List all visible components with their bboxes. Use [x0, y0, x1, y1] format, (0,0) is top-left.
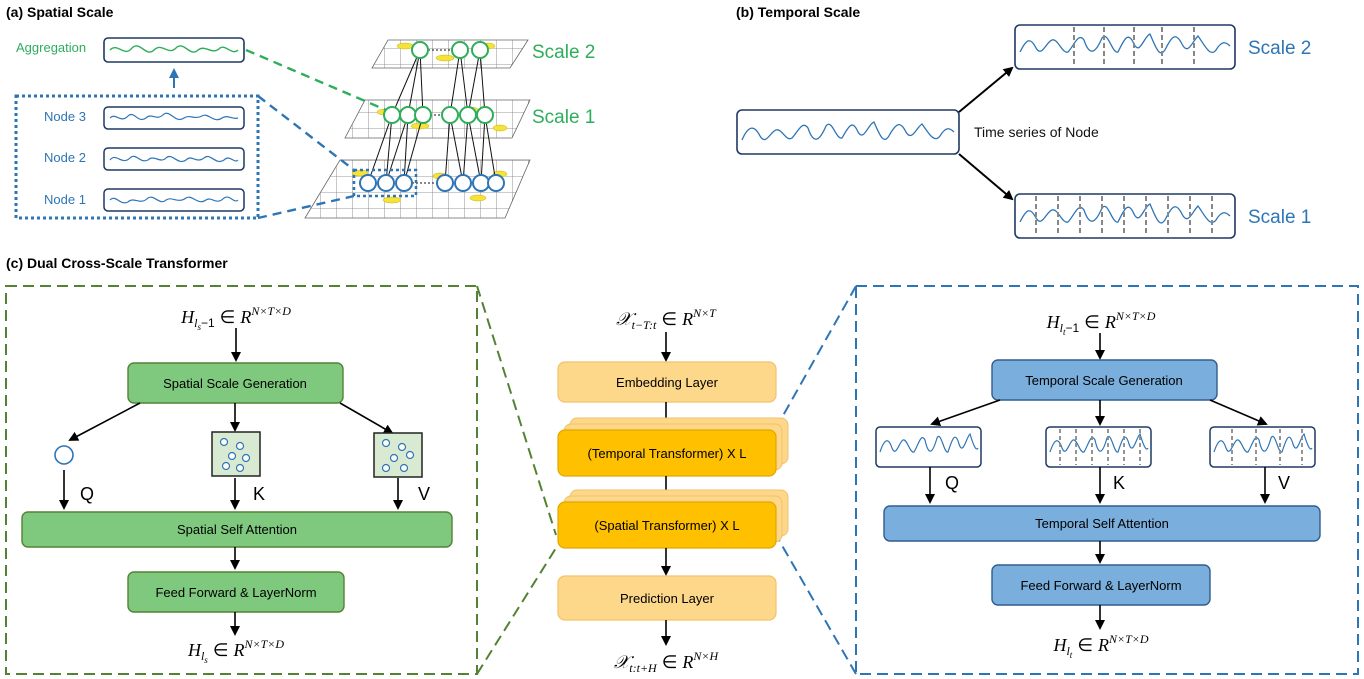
scale-1-label-a: Scale 1 [532, 107, 595, 128]
embedding-layer-box [557, 361, 777, 403]
temporal-key-dividers [1059, 429, 1141, 465]
temporal-v-label: V [1278, 473, 1290, 493]
scale-2-label-a: Scale 2 [532, 42, 595, 63]
spatial-graph-planes [304, 39, 531, 219]
node-2-series-line [109, 155, 239, 162]
spatial-output-formula: Hls ∈ RN×T×D [187, 637, 284, 665]
center-left-bottom-link [476, 547, 557, 675]
hierarchy-edges [367, 49, 497, 184]
node-3-series-line [109, 112, 239, 121]
time-series-label: Time series of Node [974, 124, 1099, 140]
arrow-to-scale-2 [958, 66, 1014, 113]
spatial-q-label: Q [80, 484, 94, 504]
center-right-bottom-link [775, 534, 857, 675]
aggregation-projection-line [245, 48, 387, 112]
temporal-query-series-line [879, 432, 979, 453]
temporal-self-attention-label: Temporal Self Attention [1035, 516, 1169, 531]
arrow-to-scale-1 [958, 153, 1014, 201]
temporal-q-label: Q [945, 473, 959, 493]
temporal-output-formula: Hlt ∈ RN×T×D [1052, 632, 1148, 660]
temporal-scale-2-line [1019, 33, 1231, 54]
spatial-ffn-box [127, 571, 345, 613]
temporal-key-series-line [1049, 432, 1149, 453]
temporal-scale-1-dividers [1035, 196, 1213, 236]
base-node-selection [352, 168, 418, 198]
temporal-self-attention-box [883, 505, 1321, 542]
node-1-series-line [109, 196, 239, 204]
spatial-input-formula: Hls−1 ∈ RN×T×D [180, 304, 291, 332]
center-right-top-link [775, 285, 857, 429]
temporal-scale-generation-box [991, 359, 1218, 401]
temporal-input-formula: Hlt−1 ∈ RN×T×D [1046, 309, 1156, 337]
spatial-transformer-frame [5, 285, 478, 675]
query-node-icon [54, 445, 74, 465]
node-3-series-box [103, 106, 245, 130]
temporal-scale-2-box [1014, 24, 1236, 70]
temporal-transformer-stack [557, 417, 789, 477]
scale-1-label-b: Scale 1 [1248, 207, 1311, 228]
panel-c-title: (c) Dual Cross-Scale Transformer [6, 255, 228, 271]
prediction-layer-box [557, 575, 777, 621]
node-2-label: Node 2 [44, 150, 86, 165]
panel-a-title: (a) Spatial Scale [6, 4, 114, 20]
panel-c: (c) Dual Cross-Scale Transformer Hls−1 ∈… [5, 255, 1359, 675]
temporal-arrow-q [930, 399, 1001, 427]
spatial-self-attention-label: Spatial Self Attention [177, 522, 297, 537]
temporal-k-label: K [1113, 473, 1125, 493]
temporal-transformer-label: (Temporal Transformer) X L [588, 446, 747, 461]
center-input-formula: 𝒳t−T:t ∈ RN×T [616, 306, 717, 332]
temporal-ffn-box [991, 564, 1211, 606]
scale-2-nodes [411, 41, 489, 59]
node-series-box [736, 109, 960, 155]
spatial-transformer-stack [557, 489, 789, 549]
node-series-line [741, 121, 955, 141]
temporal-scale-1-line [1019, 203, 1231, 224]
node-group-box [14, 94, 260, 220]
panel-a: (a) Spatial Scale Aggregation Node 3 Nod… [6, 4, 595, 220]
scale-2-label-b: Scale 2 [1248, 38, 1311, 59]
plane-scale-2 [371, 39, 529, 69]
aggregation-label: Aggregation [16, 40, 86, 55]
plane-scale-1 [344, 99, 531, 139]
temporal-ffn-label: Feed Forward & LayerNorm [1020, 578, 1181, 593]
node-group-top-projection [257, 95, 355, 171]
aggregation-series-line [109, 45, 239, 53]
center-left-top-link [476, 285, 557, 536]
temporal-value-dividers [1231, 429, 1303, 465]
temporal-scale-2-dividers [1073, 27, 1195, 67]
spatial-arrow-q [68, 402, 141, 441]
spatial-scale-generation-label: Spatial Scale Generation [163, 376, 307, 391]
base-nodes [359, 174, 505, 192]
node-1-label: Node 1 [44, 192, 86, 207]
temporal-arrow-v [1209, 399, 1268, 426]
scale-1-nodes [383, 106, 494, 124]
temporal-scale-generation-label: Temporal Scale Generation [1025, 373, 1183, 388]
temporal-value-series-line [1213, 432, 1313, 453]
key-nodes-icon [211, 431, 261, 477]
node-2-series-box [103, 147, 245, 171]
prediction-layer-label: Prediction Layer [620, 591, 715, 606]
spatial-transformer-label: (Spatial Transformer) X L [594, 518, 739, 533]
value-nodes-icon [373, 432, 423, 478]
node-3-label: Node 3 [44, 109, 86, 124]
center-output-formula: 𝒳t:t+H ∈ RN×H [614, 649, 720, 675]
spatial-arrow-v [339, 402, 394, 434]
spatial-ffn-label: Feed Forward & LayerNorm [155, 585, 316, 600]
node-group-bottom-projection [257, 194, 355, 220]
embedding-layer-label: Embedding Layer [616, 375, 719, 390]
panel-b-title: (b) Temporal Scale [736, 4, 860, 20]
temporal-transformer-frame [855, 285, 1359, 675]
spatial-self-attention-box [21, 511, 453, 548]
spatial-v-label: V [418, 484, 430, 504]
spatial-k-label: K [253, 484, 265, 504]
panel-b: (b) Temporal Scale Time series of Node S… [736, 4, 1311, 239]
